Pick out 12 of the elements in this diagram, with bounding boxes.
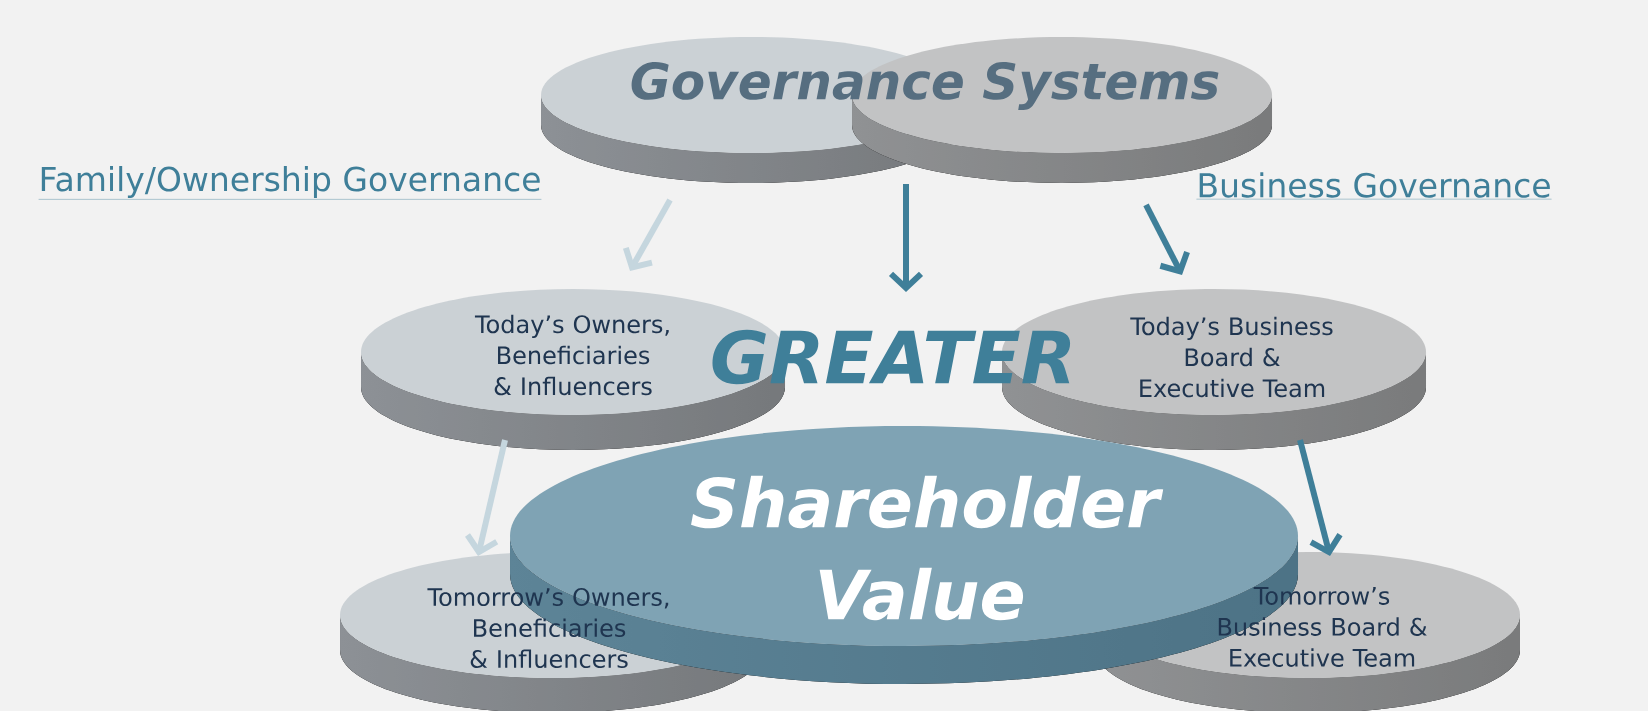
disk-label: Today’s Business Board & Executive Team xyxy=(1130,316,1333,398)
underlined-heading: Business Governance xyxy=(1196,172,1552,200)
arrow xyxy=(622,198,673,271)
heading: GREATER xyxy=(712,329,1071,385)
disk-label: Today’s Owners, Beneficiaries & Influencers xyxy=(474,314,669,396)
disk-label: Governance Systems xyxy=(631,62,1219,110)
underlined-heading: Family/Ownership Governance xyxy=(38,166,542,200)
arrow xyxy=(888,184,924,292)
arrow xyxy=(465,439,508,556)
arrow xyxy=(1297,439,1343,556)
arrow xyxy=(1143,203,1190,275)
disk-label: Shareholder Value xyxy=(691,475,1164,621)
